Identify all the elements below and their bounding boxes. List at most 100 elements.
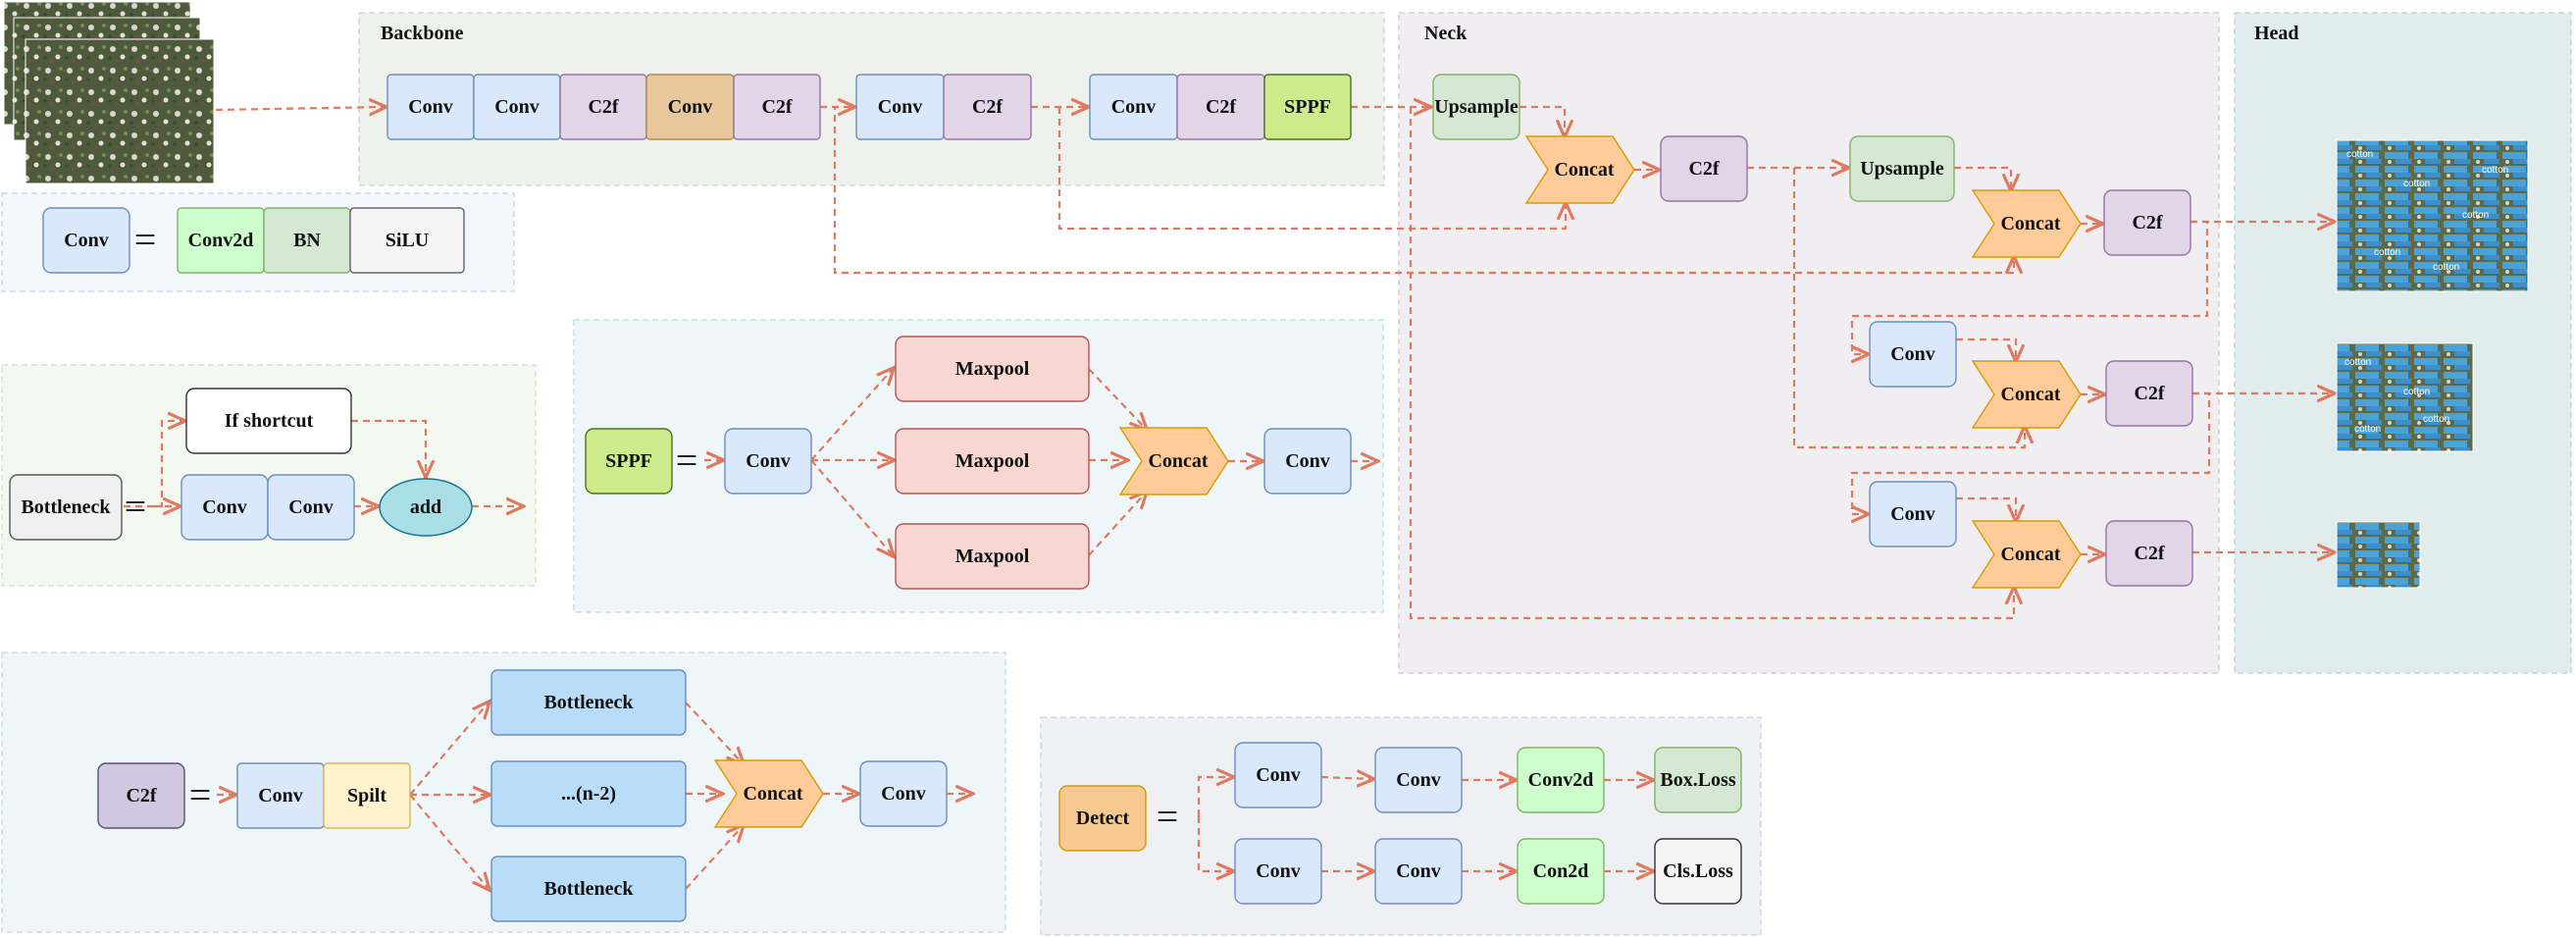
c2f-def-merge-arrow-1 [685,702,743,763]
sppf-def-maxpool-2-label: Maxpool [955,450,1030,472]
backbone-conv-3-label: Conv [668,96,713,118]
bottleneck-def-add [379,478,473,537]
backbone-c2f-1-label: C2f [588,96,618,118]
neck-concat-4-label: Concat [2000,544,2060,565]
sppf-def-maxpool-1-label: Maxpool [955,358,1030,380]
neck-upsample-1 [1432,74,1520,140]
detection-tag-large: cotton [2374,247,2400,258]
neck-title: Neck [1424,23,1468,44]
sppf-def-conv-2-label: Conv [1285,450,1330,472]
neck-upsample-1-label: Upsample [1434,96,1519,118]
neck-c2f-2-label: C2f [2132,212,2162,234]
detection-tag-large: cotton [2403,179,2430,189]
detect-def-con2d [1517,838,1605,905]
c2f-def-bottleneck-1 [490,669,687,736]
backbone-title: Backbone [381,23,464,44]
c2f-def-concat-label: Concat [743,783,802,805]
neck-c2f-4 [2105,520,2193,587]
c2f-def-concat [713,759,824,828]
neck-upsample-2 [1849,135,1955,202]
backbone-conv-2-label: Conv [494,96,540,118]
detect-def-detect [1058,785,1147,852]
upsample2-to-concat2-arrow [1954,166,2011,189]
sppf-def-merge-arrow-3 [1088,493,1146,556]
detection-tag-large: cotton [2462,210,2489,221]
sppf-def-conv-2 [1263,428,1352,495]
detection-tag-medium: cotton [2403,387,2430,397]
c2f2-to-conv1-arrow [1850,220,2209,354]
detect-def-arrow-1 [1320,777,1372,779]
backbone-sppf-label: SPPF [1284,96,1331,118]
bottleneck-def-bottleneck-label: Bottleneck [21,496,111,518]
input-to-backbone-arrow [215,107,385,110]
c2f-def-conv-1-label: Conv [258,785,303,807]
detect-def-conv-1-label: Conv [1256,764,1301,786]
detect-def-box-loss [1654,747,1742,813]
neck-c2f-1-label: C2f [1688,158,1719,180]
backbone-c2f-3-label: C2f [972,96,1003,118]
backbone-conv-5-label: Conv [1111,96,1157,118]
detect-def-con2d-label: Con2d [1533,860,1589,882]
backbone-c2f-3 [943,74,1032,140]
sppf-def-maxpool-2 [895,428,1090,495]
conv-def-silu-label: SiLU [386,230,429,251]
neck-conv-2 [1869,481,1957,547]
c2f-def-bottleneck-2-label: Bottleneck [543,878,634,900]
conv-def-silu [349,207,465,274]
sppf-def-maxpool-3-label: Maxpool [955,546,1030,567]
bottleneck-def-equals: = [125,485,147,529]
detection-tag-medium: cotton [2423,414,2449,425]
sppf-def-branch-arrow-1 [810,369,893,461]
sppf-def-sppf [585,428,673,495]
sppf-def-conv-1 [724,428,812,495]
sppf-def-conv-1-label: Conv [746,450,791,472]
detection-tag-large: cotton [2346,149,2373,160]
shortcut-to-add-arrow [351,419,426,476]
bottleneck-def-if-shortcut [185,388,352,454]
c2f-def-branch-arrow-1 [409,703,489,796]
detection-tag-large: cotton [2433,262,2459,273]
detection-tag-medium: cotton [2354,424,2381,435]
sppf-def-concat-label: Concat [1148,450,1208,472]
detect-def-conv2d [1517,747,1605,813]
c2f3-to-concat1-arrow [1057,107,1566,231]
neck-concat-1 [1524,135,1635,204]
c2f-def-split [323,762,411,829]
detect-def-conv-3 [1234,838,1322,905]
backbone-sppf [1263,74,1352,140]
detect-def-conv-2-label: Conv [1396,769,1441,791]
c2f-def-bottleneck-mid-label: ...(n-2) [561,783,616,805]
c2f3-to-conv2-arrow [1850,391,2211,514]
c2f-def-bottleneck-1-label: Bottleneck [543,692,634,713]
sppf-to-concat4-arrow [1409,107,2014,620]
conv-def-equals: = [134,218,157,262]
sppf-def-maxpool-3 [895,523,1090,590]
c2f-def-merge-arrow-3 [685,826,743,890]
neck-conv-1 [1869,321,1957,388]
neck-conv-1-label: Conv [1890,343,1935,365]
neck-concat-3 [1971,360,2082,429]
neck-concat-3-label: Concat [2000,384,2060,405]
detection-tag-large: cotton [2482,165,2508,176]
c2f-def-c2f-label: C2f [126,785,156,807]
conv-def-conv [42,207,130,274]
conv2-to-concat4-arrow [1956,496,2016,520]
detect-def-branch-arrow-2 [1197,816,1232,871]
c2f-def-conv-2-label: Conv [881,783,926,805]
c2f-def-split-label: Spilt [347,785,386,807]
neck-c2f-3 [2105,360,2193,427]
detection-output-large [2336,139,2529,292]
c2f-def-conv-2 [859,760,948,827]
sppf-def-maxpool-1 [895,336,1090,402]
backbone-c2f-2-label: C2f [761,96,792,118]
detect-def-cls-loss-label: Cls.Loss [1663,860,1733,882]
detect-def-branch-arrow-1 [1197,777,1232,816]
detection-tag-medium: cotton [2344,357,2371,368]
neck-c2f-2 [2103,189,2191,256]
backbone-c2f-2 [733,74,821,140]
neck-concat-2 [1971,189,2082,258]
detect-def-box-loss-label: Box.Loss [1660,769,1735,791]
detect-def-conv-3-label: Conv [1256,860,1301,882]
conv-def-conv2d-label: Conv2d [188,230,254,251]
